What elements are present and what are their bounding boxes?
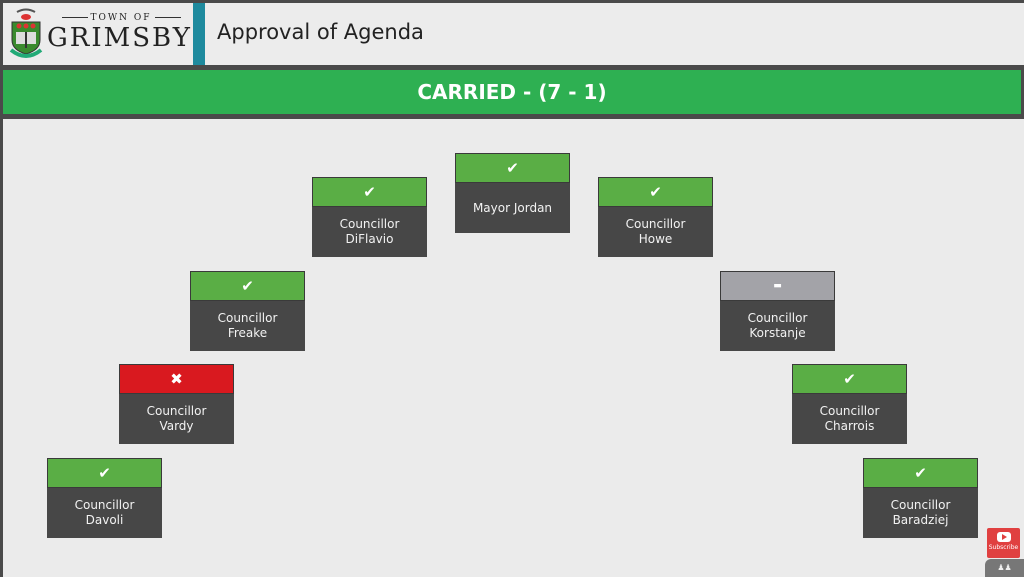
- accent-bar: [193, 3, 205, 65]
- town-name: GRIMSBY: [47, 23, 192, 53]
- vote-board: ✔Councillor Davoli✖Councillor Vardy✔Coun…: [3, 119, 1024, 577]
- town-of-label: TOWN OF: [51, 13, 191, 23]
- check-icon: ✔: [312, 177, 427, 207]
- councillor-name: Councillor Baradziej: [863, 488, 978, 538]
- x-icon: ✖: [119, 364, 234, 394]
- councillor-name: Councillor Davoli: [47, 488, 162, 538]
- vote-card: ✔Councillor DiFlavio: [312, 177, 427, 257]
- vote-card: ✔Councillor Freake: [190, 271, 305, 351]
- crest-icon: [9, 8, 43, 58]
- councillor-name: Councillor Charrois: [792, 394, 907, 444]
- town-logo: TOWN OF GRIMSBY: [3, 3, 193, 65]
- check-icon: ✔: [598, 177, 713, 207]
- header: TOWN OF GRIMSBY Approval of Agenda: [3, 3, 1024, 65]
- check-icon: ✔: [792, 364, 907, 394]
- vote-result-banner: CARRIED - (7 - 1): [3, 70, 1021, 114]
- check-icon: ✔: [47, 458, 162, 488]
- viewers-indicator[interactable]: ♟♟: [985, 559, 1024, 577]
- people-icon: ♟♟: [997, 563, 1012, 572]
- councillor-name: Councillor Freake: [190, 301, 305, 351]
- vote-card: ✖Councillor Vardy: [119, 364, 234, 444]
- councillor-name: Mayor Jordan: [455, 183, 570, 233]
- vote-card: ▬Councillor Korstanje: [720, 271, 835, 351]
- subscribe-button[interactable]: Subscribe: [987, 528, 1020, 558]
- councillor-name: Councillor DiFlavio: [312, 207, 427, 257]
- councillor-name: Councillor Howe: [598, 207, 713, 257]
- councillor-name: Councillor Korstanje: [720, 301, 835, 351]
- vote-card: ✔Councillor Davoli: [47, 458, 162, 538]
- councillor-name: Councillor Vardy: [119, 394, 234, 444]
- youtube-icon: [996, 532, 1011, 542]
- dash-icon: ▬: [720, 271, 835, 301]
- check-icon: ✔: [863, 458, 978, 488]
- check-icon: ✔: [455, 153, 570, 183]
- vote-card: ✔Councillor Baradziej: [863, 458, 978, 538]
- vote-card: ✔Councillor Howe: [598, 177, 713, 257]
- page-title: Approval of Agenda: [217, 20, 424, 44]
- vote-card: ✔Councillor Charrois: [792, 364, 907, 444]
- vote-card: ✔Mayor Jordan: [455, 153, 570, 233]
- subscribe-label: Subscribe: [988, 544, 1019, 551]
- check-icon: ✔: [190, 271, 305, 301]
